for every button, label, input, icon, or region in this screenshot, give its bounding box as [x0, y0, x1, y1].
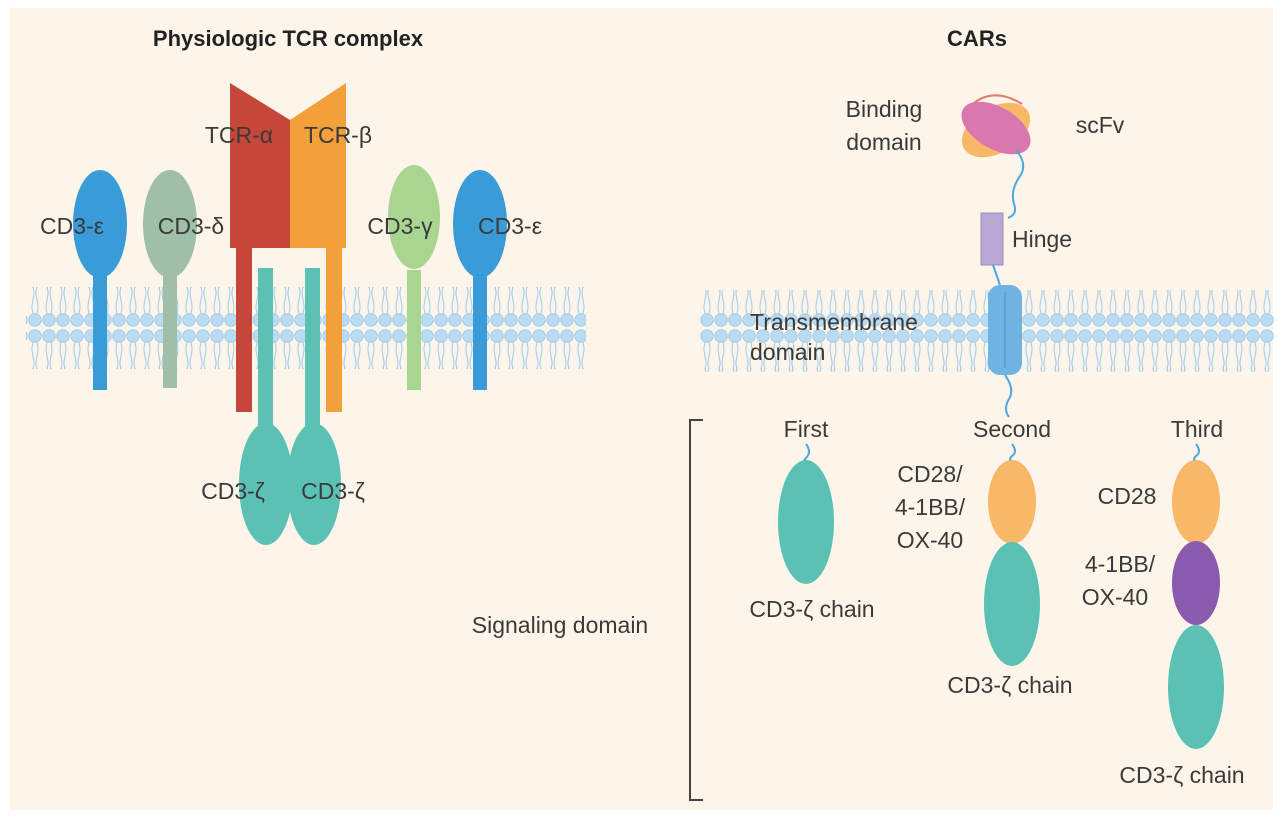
third-gen-cd3-zeta — [1168, 625, 1224, 749]
hinge-block — [980, 212, 1004, 266]
tcr-alpha-label: TCR-α — [205, 122, 273, 148]
left-panel-title: Physiologic TCR complex — [153, 26, 424, 51]
right-panel-title: CARs — [947, 26, 1007, 51]
cd3-epsilon-left-label: CD3-ε — [40, 213, 104, 239]
transmembrane-label-1: Transmembrane — [750, 309, 918, 335]
third-gen-costim2-label-1: 4-1BB/ — [1085, 551, 1156, 577]
scfv-binding-domain — [961, 94, 1031, 158]
tcr-beta-label: TCR-β — [304, 122, 372, 148]
cd3-zeta-right-label: CD3-ζ — [301, 478, 365, 504]
hinge-connector — [992, 264, 1001, 286]
cd3-delta-protein — [143, 170, 197, 388]
third-generation-label: Third — [1171, 416, 1223, 442]
scfv-label: scFv — [1076, 112, 1125, 138]
cd3-delta-label: CD3-δ — [158, 213, 224, 239]
cd3-zeta-left-protein — [239, 268, 293, 545]
third-gen-costim1-label: CD28 — [1098, 483, 1157, 509]
signaling-bracket — [689, 419, 703, 801]
third-gen-chain-label: CD3-ζ chain — [1119, 762, 1244, 788]
cd3-zeta-left-label: CD3-ζ — [201, 478, 265, 504]
tcr-alpha-protein — [230, 83, 290, 412]
signaling-domain-label: Signaling domain — [472, 612, 648, 638]
cd3-zeta-right-protein — [287, 268, 341, 545]
binding-domain-label-1: Binding — [846, 96, 923, 122]
tcr-beta-protein — [290, 83, 346, 412]
second-gen-costim — [988, 460, 1036, 544]
second-gen-cd3-zeta — [984, 542, 1040, 666]
first-gen-chain-label: CD3-ζ chain — [749, 596, 874, 622]
cd3-epsilon-right-label: CD3-ε — [478, 213, 542, 239]
third-gen-costim-41bb — [1172, 541, 1220, 625]
scfv-hinge-linker — [1007, 149, 1025, 219]
right-membrane — [700, 290, 1274, 372]
third-gen-costim2-label-2: OX-40 — [1082, 584, 1148, 610]
second-gen-costim-label-2: 4-1BB/ — [895, 494, 966, 520]
binding-domain-label-2: domain — [846, 129, 921, 155]
cd3-epsilon-left-protein — [73, 170, 127, 390]
transmembrane-label-2: domain — [750, 339, 825, 365]
cd3-gamma-label: CD3-γ — [367, 213, 433, 239]
background-panel — [10, 8, 1273, 810]
first-gen-cd3-zeta — [778, 460, 834, 584]
transmembrane-tail — [1004, 374, 1013, 418]
second-gen-chain-label: CD3-ζ chain — [947, 672, 1072, 698]
second-gen-costim-label-3: OX-40 — [897, 527, 963, 553]
second-gen-costim-label-1: CD28/ — [897, 461, 963, 487]
first-generation-label: First — [784, 416, 829, 442]
third-gen-costim-cd28 — [1172, 460, 1220, 544]
cd3-gamma-protein — [388, 165, 440, 390]
hinge-label: Hinge — [1012, 226, 1072, 252]
second-generation-label: Second — [973, 416, 1051, 442]
cd3-epsilon-right-protein — [453, 170, 507, 390]
